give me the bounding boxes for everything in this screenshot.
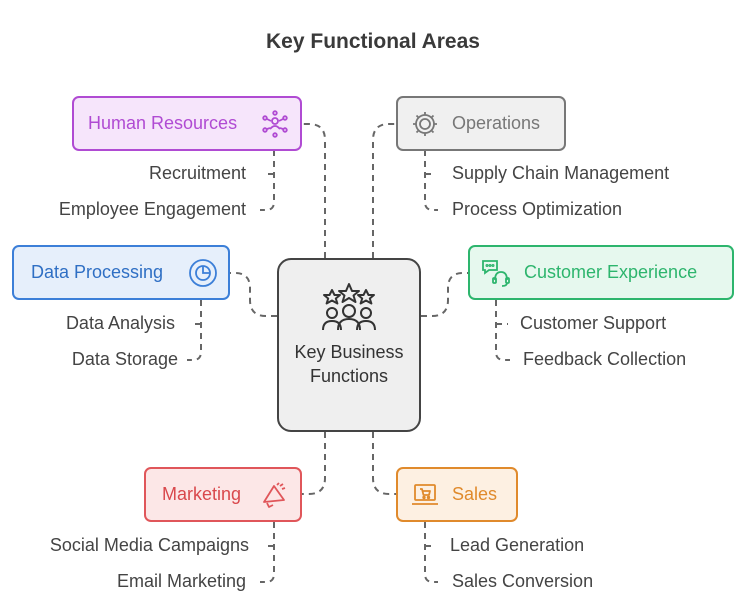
list-item: Employee Engagement	[58, 199, 246, 219]
center-node: Key Business Functions	[277, 258, 421, 432]
diagram-title: Key Functional Areas	[266, 30, 480, 53]
list-item: Recruitment	[148, 163, 246, 183]
branch-hr	[260, 150, 275, 211]
area-label-marketing: Marketing	[162, 484, 242, 504]
megaphone-icon	[260, 480, 290, 510]
area-label-customer-experience: Customer Experience	[524, 262, 698, 282]
branch-marketing	[260, 522, 275, 583]
list-item: Customer Support	[520, 313, 667, 333]
area-data-processing[interactable]: Data Processing	[12, 245, 230, 300]
pie-chart-icon	[188, 258, 218, 288]
list-item: Sales Conversion	[452, 571, 594, 591]
connector-sales	[372, 432, 396, 495]
branch-data-processing	[187, 300, 202, 361]
connector-operations	[372, 123, 396, 258]
area-label-human-resources: Human Resources	[88, 113, 238, 133]
area-customer-experience[interactable]: Customer Experience	[468, 245, 734, 300]
area-marketing[interactable]: Marketing	[144, 467, 302, 522]
team-stars-icon	[322, 283, 376, 331]
list-item: Lead Generation	[450, 535, 585, 555]
gear-icon	[410, 109, 440, 139]
area-sales[interactable]: Sales	[396, 467, 518, 522]
center-label: Key Business Functions	[294, 342, 404, 386]
area-operations[interactable]: Operations	[396, 96, 566, 151]
connector-data-processing	[230, 272, 277, 317]
area-label-operations: Operations	[452, 113, 541, 133]
chat-headset-icon	[480, 258, 510, 288]
connector-hr	[302, 123, 326, 258]
list-item: Supply Chain Management	[452, 163, 670, 183]
branch-customer-experience	[495, 300, 510, 361]
branch-sales	[424, 522, 438, 583]
list-item: Process Optimization	[452, 199, 623, 219]
people-network-icon	[260, 109, 290, 139]
connector-customer-experience	[421, 272, 468, 317]
connector-marketing	[302, 432, 326, 495]
list-item: Social Media Campaigns	[49, 535, 249, 555]
area-label-sales: Sales	[452, 484, 498, 504]
area-human-resources[interactable]: Human Resources	[72, 96, 302, 151]
branch-operations	[424, 150, 438, 211]
list-item: Data Analysis	[65, 313, 175, 333]
list-item: Email Marketing	[116, 571, 246, 591]
laptop-cart-icon	[410, 480, 440, 510]
area-label-data-processing: Data Processing	[31, 262, 164, 282]
list-item: Feedback Collection	[523, 349, 687, 369]
list-item: Data Storage	[71, 349, 178, 369]
